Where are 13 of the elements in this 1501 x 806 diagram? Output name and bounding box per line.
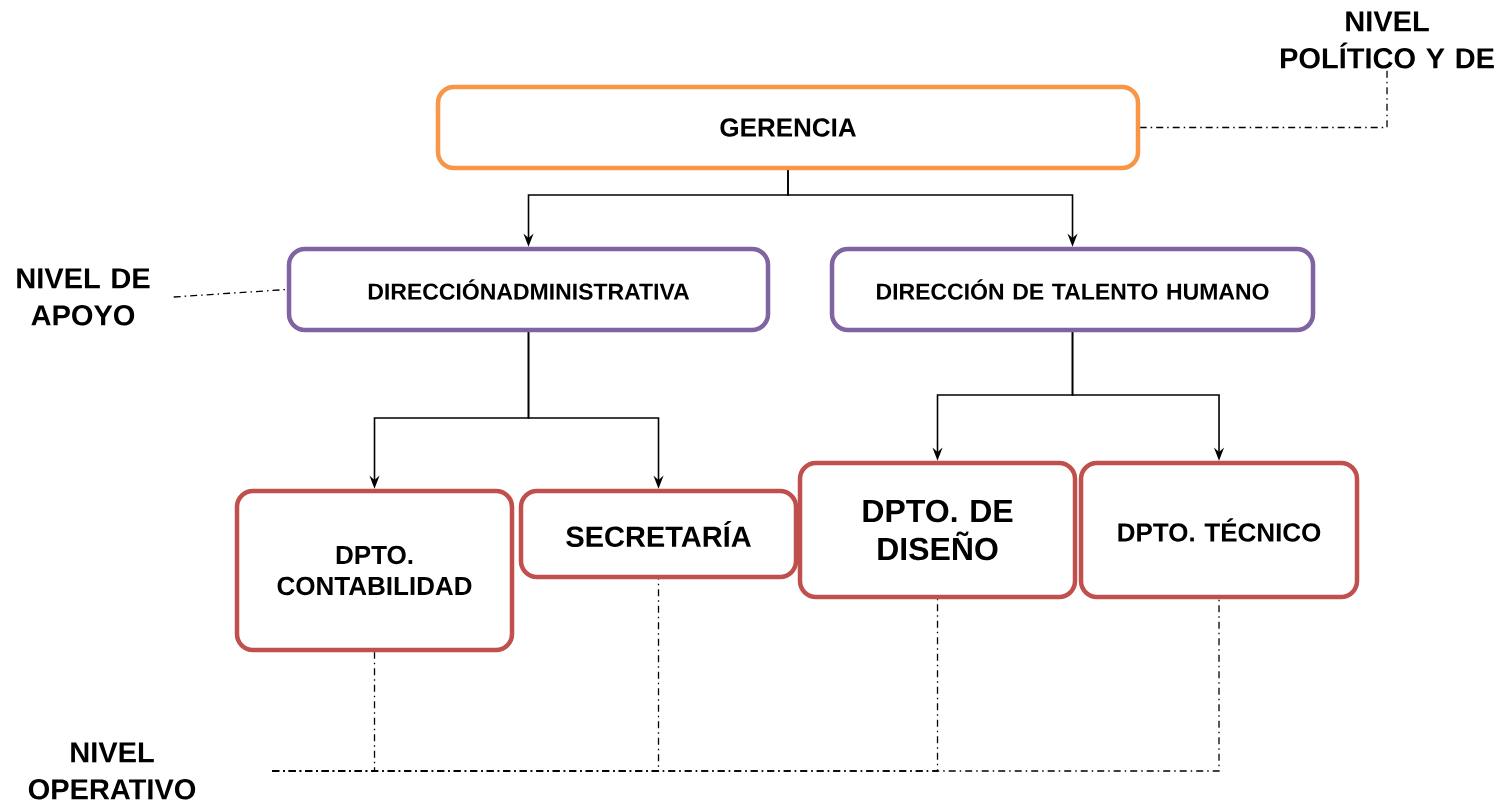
leader-line [271,598,1220,772]
org-box: SECRETARÍA [518,488,799,580]
org-box: DIRECCIÓNADMINISTRATIVA [286,246,771,333]
org-box: GERENCIA [435,84,1141,171]
org-box: DIRECCIÓN DE TALENTO HUMANO [829,246,1316,333]
org-box: DPTO. TÉCNICO [1078,460,1360,600]
level-label: NIVEL POLÍTICO Y DE [1281,11,1494,69]
level-label: NIVEL OPERATIVO [28,742,196,800]
leader-line [1139,70,1388,129]
leader-line [173,288,288,298]
org-box: DPTO. CONTABILIDAD [234,488,515,653]
level-label: NIVEL DE APOYO [17,268,150,326]
org-box: DPTO. DE DISEÑO [797,460,1078,600]
